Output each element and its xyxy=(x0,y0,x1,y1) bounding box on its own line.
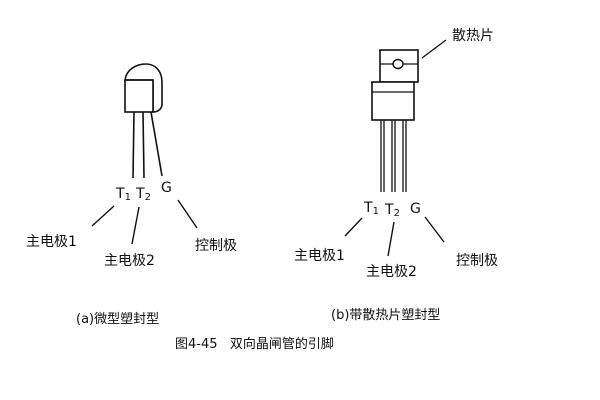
heatsink-label: 散热片 xyxy=(452,28,494,44)
right-caption: (b)带散热片塑封型 xyxy=(331,308,440,323)
right-gate-label: 控制极 xyxy=(456,253,498,269)
to92-lead-t2 xyxy=(142,111,145,179)
right-pin-t2-label: T2 xyxy=(384,202,400,219)
to220-body xyxy=(371,81,415,121)
right-leader-t2 xyxy=(387,221,395,257)
right-pin-g-label: G xyxy=(410,201,421,217)
left-main-electrode-2: 主电极2 xyxy=(104,253,155,269)
right-leader-t1 xyxy=(344,217,363,237)
to220-package xyxy=(371,49,419,192)
to220-lead-t2 xyxy=(391,120,396,192)
left-pin-g-label: G xyxy=(161,180,172,196)
right-leader-g xyxy=(424,216,445,243)
to92-lead-t1 xyxy=(132,111,135,179)
to92-lead-g xyxy=(150,111,163,177)
heatsink-leader xyxy=(421,39,447,59)
to220-lead-g xyxy=(402,120,407,192)
to220-lead-t1 xyxy=(380,120,385,192)
right-main-electrode-2: 主电极2 xyxy=(366,264,417,280)
right-pin-t1-label: T1 xyxy=(363,200,379,217)
left-gate-label: 控制极 xyxy=(195,238,237,254)
to92-package xyxy=(124,63,163,179)
left-caption: (a)微型塑封型 xyxy=(76,312,159,327)
left-leader-t2 xyxy=(131,206,140,245)
left-pin-t1-label: T1 xyxy=(115,186,131,203)
left-pin-t2-label: T2 xyxy=(135,186,151,203)
left-leader-t1 xyxy=(91,205,115,227)
to92-body xyxy=(124,79,154,113)
right-main-electrode-1: 主电极1 xyxy=(294,248,345,264)
to92-cap xyxy=(124,63,163,113)
left-main-electrode-1: 主电极1 xyxy=(26,234,77,250)
heatsink-mount-hole xyxy=(392,58,404,70)
figure-title: 图4-45 双向晶闸管的引脚 xyxy=(175,336,334,352)
left-leader-g xyxy=(177,199,198,229)
